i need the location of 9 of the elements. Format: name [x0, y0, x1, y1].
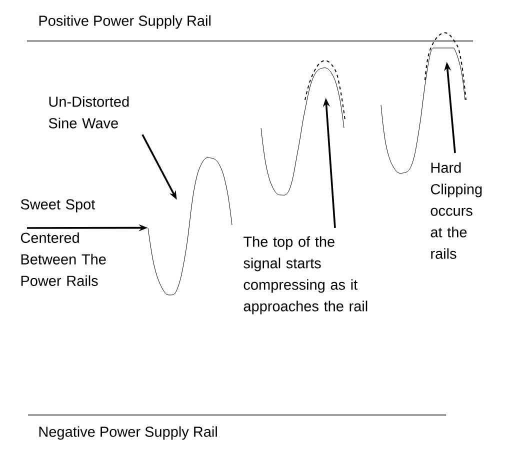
compressed-wave-drawing: [260, 60, 346, 196]
annotation-text: Sweet Spot Centered Between The Power Rails: [20, 199, 106, 286]
rail-label: Positive Power Supply Rail: [39, 15, 210, 29]
annotation-text: Hard Clipping occurs at the rails: [430, 162, 482, 259]
sine-wave: [148, 157, 232, 296]
clipped-wave-drawing: [380, 32, 466, 174]
rail-label: Negative Power Supply Rail: [39, 426, 217, 440]
annotation-text: The top of the signal starts compressing as it approaches the rail: [244, 236, 368, 314]
annotation-text: Un-Distorted Sine Wave: [48, 96, 129, 128]
